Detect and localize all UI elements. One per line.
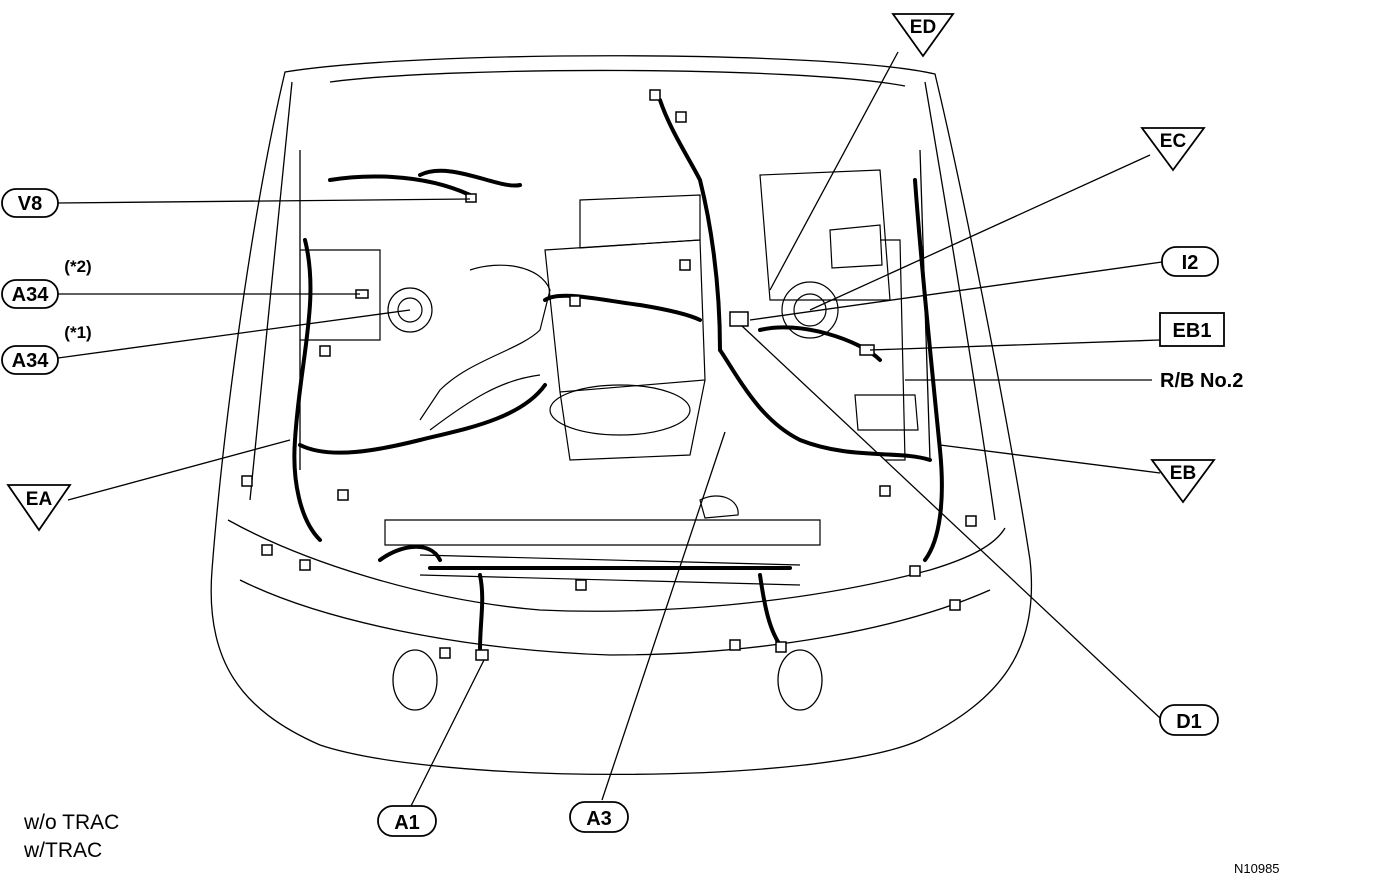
label-V8: V8 [1, 188, 59, 218]
label-D1: D1 [1159, 704, 1219, 736]
label-D1-text: D1 [1176, 711, 1202, 733]
label-EC: EC [1140, 127, 1206, 172]
label-A1-text: A1 [394, 812, 420, 834]
leader-lines [57, 51, 1163, 807]
label-EA: EA [6, 484, 72, 532]
wire-harness [292, 98, 944, 652]
legend-without-trac: w/o TRAC [24, 811, 120, 834]
label-V8-text: V8 [18, 193, 42, 215]
label-EB-text: EB [1170, 463, 1196, 484]
label-EC-text: EC [1160, 131, 1187, 152]
engine-block [300, 169, 919, 586]
label-EB1-text: EB1 [1173, 320, 1212, 342]
vehicle-body-outline [210, 55, 1033, 776]
label-EA-text: EA [26, 489, 53, 510]
label-I2-text: I2 [1182, 252, 1199, 274]
label-A34-upper-text: A34 [12, 284, 50, 306]
label-EB1: EB1 [1159, 312, 1225, 347]
label-A34-lower: A34 (*1) [1, 323, 92, 375]
label-A34-upper: A34 (*2) [1, 257, 92, 309]
label-I2: I2 [1161, 246, 1219, 277]
label-A1: A1 [377, 805, 437, 837]
label-A34-lower-text: A34 [12, 350, 50, 372]
label-EB: EB [1150, 459, 1216, 504]
label-RB-No2-text: R/B No.2 [1160, 370, 1243, 392]
label-A3-text: A3 [586, 808, 612, 830]
label-A34-upper-note: (*2) [64, 257, 91, 276]
label-A3: A3 [569, 801, 629, 833]
label-RB-No2: R/B No.2 [1160, 370, 1243, 392]
label-ED: ED [891, 13, 955, 58]
connectors [241, 89, 977, 661]
label-A34-lower-note: (*1) [64, 323, 91, 342]
label-ED-text: ED [910, 17, 936, 38]
headlamps [392, 649, 823, 711]
legend-with-trac: w/TRAC [24, 839, 103, 862]
figure-id: N10985 [1234, 861, 1280, 876]
